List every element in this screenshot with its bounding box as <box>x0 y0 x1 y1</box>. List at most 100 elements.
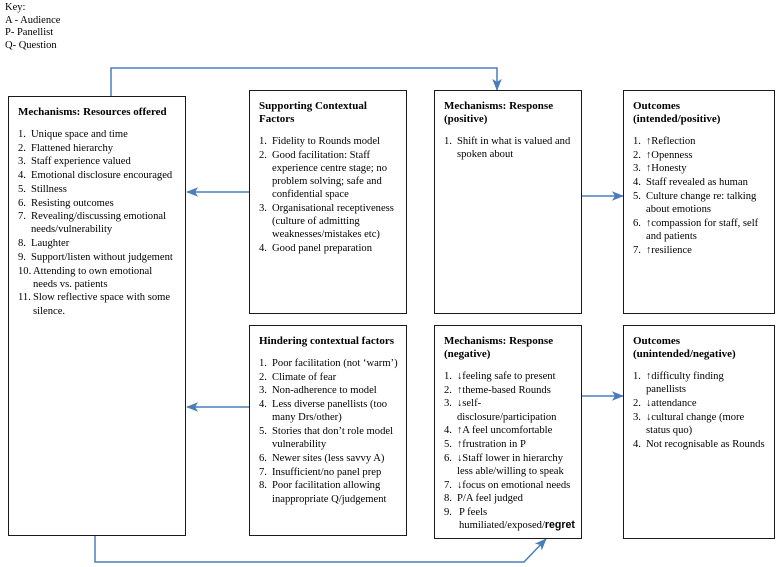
list-item-number: 8. <box>444 493 452 505</box>
box-title: Outcomes (intended/positive) <box>633 100 721 125</box>
list-item: 3.↓cultural change (more status quo) <box>633 411 745 436</box>
list-item: 3.Non-adherence to model <box>259 385 377 397</box>
list-item-number: 2. <box>259 371 267 383</box>
list-item-number: 4. <box>633 177 641 189</box>
list-item: 8.Poor facilitation allowing inappropria… <box>259 480 387 505</box>
list-item-number: 5. <box>444 439 452 451</box>
list-item-number: 4. <box>633 438 641 450</box>
list-item: 6.Newer sites (less savvy A) <box>259 452 385 464</box>
list-item-number: 9. <box>444 507 452 519</box>
list-item: 1.Unique space and time <box>18 129 128 140</box>
box-title: Outcomes (unintended/negative) <box>633 335 736 360</box>
list-item-number: 7. <box>18 211 26 223</box>
key-line-question: Q- Question <box>5 39 57 51</box>
list-item-number: 3. <box>633 411 641 423</box>
box-title: Hindering contextual factors <box>259 335 395 347</box>
list-item-number: 3. <box>444 398 452 410</box>
key-legend: Key: A - Audience P- Panellist Q- Questi… <box>5 2 60 52</box>
box-item-list: 1.↑Reflection 2.↑Openness 3.↑Honesty 4.S… <box>633 135 766 257</box>
list-item: 4.Less diverse panellists (too many Drs/… <box>259 399 388 424</box>
box-outcomes-intended-positive[interactable]: Outcomes (intended/positive) 1.↑Reflecti… <box>623 90 775 314</box>
list-item: 5.Stillness <box>18 183 67 195</box>
list-item-number: 2. <box>259 149 267 161</box>
list-item: 4.Not recognisable as Rounds <box>633 438 765 450</box>
box-outcomes-unintended-negative[interactable]: Outcomes (unintended/negative) 1.↑diffic… <box>623 325 775 539</box>
box-mechanisms-resources-offered[interactable]: Mechanisms: Resources offered 1.Unique s… <box>8 96 186 536</box>
list-item: 5.Culture change re: talking about emoti… <box>633 190 757 216</box>
list-item: 1.Poor facilitation (not ‘warm’) <box>259 358 398 369</box>
list-item: 7.Revealing/discussing emotional needs/v… <box>18 211 167 236</box>
list-item: 2.↑Openness <box>633 149 693 161</box>
list-item: 2.↓attendance <box>633 397 697 409</box>
list-item: 1.Shift in what is valued and spoken abo… <box>444 136 571 161</box>
box-item-list: 1.Fidelity to Rounds model 2.Good facili… <box>259 135 398 255</box>
list-item: 1.↑Reflection <box>633 136 696 147</box>
box-mechanisms-response-positive[interactable]: Mechanisms: Response (positive) 1.Shift … <box>434 90 582 314</box>
list-item-number: 1. <box>633 136 641 147</box>
list-item: 4.Staff revealed as human <box>633 177 748 189</box>
list-item-number: 2. <box>18 142 26 154</box>
box-title: Mechanisms: Response (positive) <box>444 100 554 125</box>
list-item: 2.Good facilitation: Staff experience ce… <box>259 149 387 201</box>
list-item-number: 6. <box>259 452 267 464</box>
list-item: 2.↑theme-based Rounds <box>444 384 551 396</box>
list-item: 5.↑frustration in P <box>444 439 526 451</box>
list-item-number: 6. <box>444 452 452 464</box>
list-item: 7.Insufficient/no panel prep <box>259 466 382 478</box>
list-item-number: 7. <box>444 479 452 491</box>
list-item: 1.↑difficulty finding panellists <box>633 371 724 396</box>
list-item-number: 9. <box>18 251 26 263</box>
box-mechanisms-response-negative[interactable]: Mechanisms: Response (negative) 1.↓feeli… <box>434 325 582 539</box>
list-item: 1.↓feeling safe to present <box>444 371 556 382</box>
list-item-number: 6. <box>18 197 26 209</box>
list-item-number: 3. <box>633 163 641 175</box>
box-item-list: 1.Shift in what is valued and spoken abo… <box>444 135 573 161</box>
box-item-list: 1.↑difficulty finding panellists 2.↓atte… <box>633 370 766 451</box>
list-item: 8.P/A feel judged <box>444 493 523 505</box>
list-item-number: 11. <box>18 292 31 304</box>
key-title: Key: <box>5 2 26 13</box>
list-item: 7.↓focus on emotional needs <box>444 479 571 491</box>
list-item-number: 2. <box>633 397 641 409</box>
list-item-number: 1. <box>259 136 267 147</box>
list-item: 3.↑Honesty <box>633 163 687 175</box>
list-item-number: 3. <box>259 385 267 397</box>
list-item: 7.↑resilience <box>633 244 692 256</box>
list-item-number: 1. <box>444 371 452 382</box>
list-item: 6.↓Staff lower in hierarchy less able/wi… <box>444 452 564 477</box>
list-item-number: 7. <box>633 244 641 256</box>
list-item: 9.Support/listen without judgement <box>18 251 173 263</box>
list-item: 1.Fidelity to Rounds model <box>259 136 381 147</box>
list-item: 10.Attending to own emotional needs vs. … <box>18 265 153 290</box>
list-item: 3.↓self-disclosure/participation <box>444 398 557 423</box>
list-item: 3.Staff experience valued <box>18 156 131 168</box>
list-item-number: 3. <box>259 203 267 215</box>
list-item-number: 6. <box>633 217 641 229</box>
box-supporting-contextual-factors[interactable]: Supporting Contextual Factors 1.Fidelity… <box>249 90 407 314</box>
box-title: Supporting Contextual Factors <box>259 100 367 125</box>
list-item-number: 5. <box>633 190 641 202</box>
list-item-number: 1. <box>18 129 26 140</box>
list-item-number: 4. <box>259 399 267 411</box>
key-line-panellist: P- Panellist <box>5 27 54 39</box>
box-item-list: 1.↓feeling safe to present 2.↑theme-base… <box>444 370 575 532</box>
list-item-number: 2. <box>444 384 452 396</box>
list-item-number: 1. <box>259 358 267 369</box>
list-item: 11.Slow reflective space with some silen… <box>18 292 171 317</box>
list-item-number: 3. <box>18 156 26 168</box>
list-item-number: 4. <box>259 243 267 255</box>
box-hindering-contextual-factors[interactable]: Hindering contextual factors 1.Poor faci… <box>249 325 407 536</box>
box-item-list: 1.Poor facilitation (not ‘warm’) 2.Clima… <box>259 357 398 506</box>
list-item-number: 10. <box>18 265 32 277</box>
box-item-list: 1.Unique space and time 2.Flattened hier… <box>18 128 177 318</box>
list-item-number: 8. <box>259 480 267 492</box>
list-item-number: 1. <box>633 371 641 382</box>
list-item: 4.↑A feel uncomfortable <box>444 425 553 437</box>
list-item: 2.Climate of fear <box>259 371 337 383</box>
list-item-number: 5. <box>259 426 267 438</box>
list-item-number: 5. <box>18 183 26 195</box>
list-item-number: 4. <box>18 170 26 182</box>
emphasis-regret: regret <box>544 519 575 532</box>
list-item-number: 2. <box>633 149 641 161</box>
arrow-resources-to-negative-response <box>94 536 547 563</box>
